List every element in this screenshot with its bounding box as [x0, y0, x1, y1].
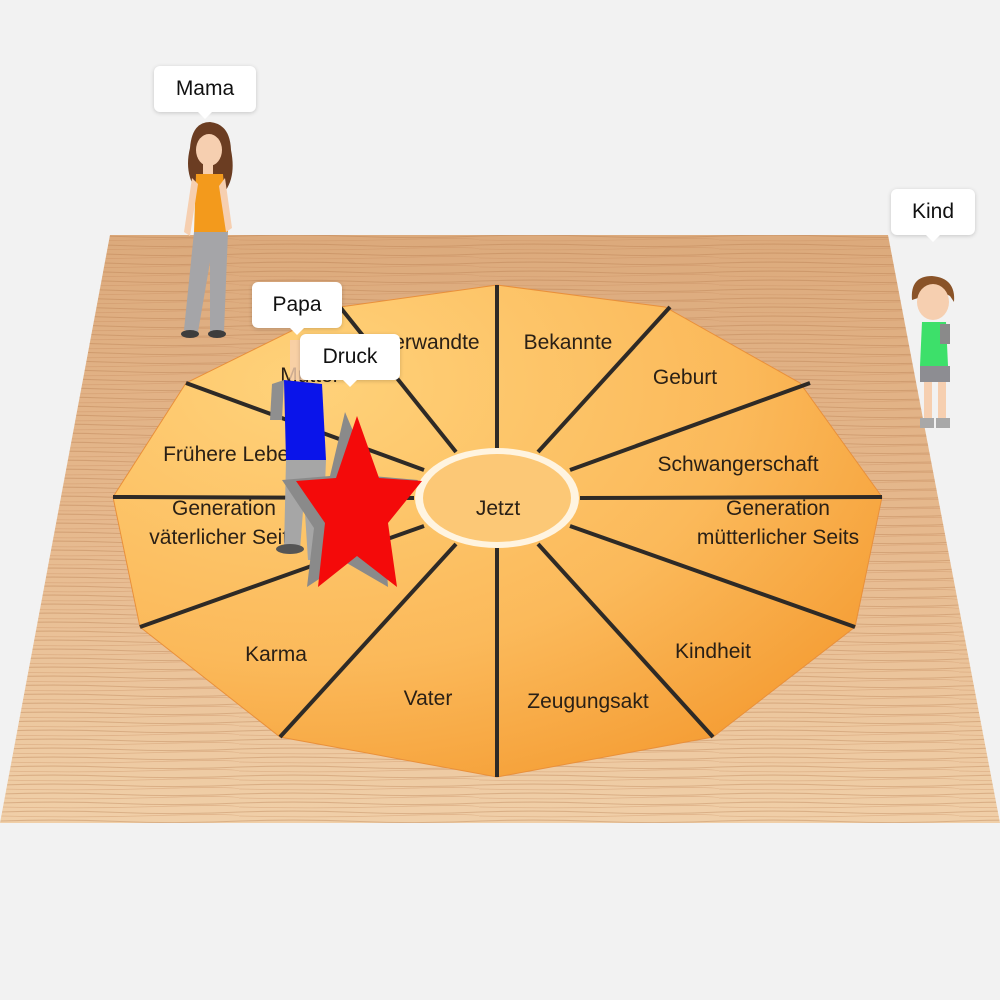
druck-label: Druck — [300, 334, 400, 387]
center-label: Jetzt — [476, 497, 521, 520]
wheel-segment-label[interactable]: Karma — [245, 643, 307, 666]
wheel-spoke — [569, 381, 811, 472]
wheel-spoke — [278, 542, 458, 739]
wheel-segment-label[interactable]: Vater — [404, 687, 453, 710]
kind-face — [917, 284, 949, 320]
wheel-segment-label[interactable]: Kindheit — [675, 640, 751, 663]
wheel-spoke — [569, 524, 856, 629]
wheel-segment-label[interactable]: Zeugungsakt — [527, 690, 649, 713]
kind-figure[interactable] — [911, 276, 955, 428]
druck-star-body — [296, 416, 422, 587]
wheel-spoke — [338, 305, 458, 454]
papa-shirt — [284, 380, 326, 460]
wheel-segment-label[interactable]: Geburt — [653, 366, 717, 389]
wheel-segment-label[interactable]: Frühere Leben — [163, 443, 301, 466]
druck-star[interactable] — [282, 412, 422, 587]
papa-label: Papa — [252, 282, 342, 335]
mama-figure[interactable] — [181, 122, 233, 338]
wheel-segment-label[interactable]: Bekannte — [524, 331, 613, 354]
wheel-segment-label[interactable]: Verwandte — [380, 331, 479, 354]
wheel-segment-label[interactable]: Schwangerschaft — [657, 453, 818, 476]
wheel-spoke — [579, 495, 883, 500]
wheel-spoke — [536, 305, 672, 454]
wheel-spoke — [536, 542, 715, 739]
mama-pants — [184, 232, 228, 332]
center-circle-inner — [423, 454, 571, 542]
kind-label: Kind — [891, 189, 975, 242]
mama-label: Mama — [154, 66, 256, 119]
mama-face — [196, 134, 222, 166]
